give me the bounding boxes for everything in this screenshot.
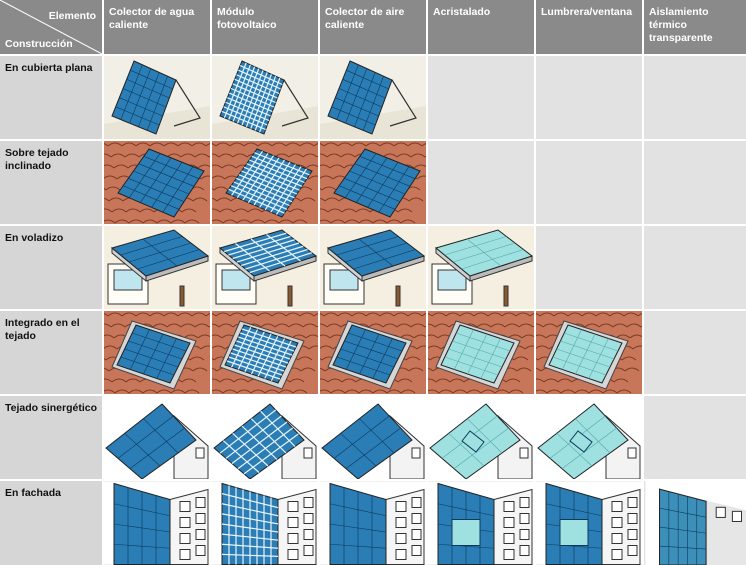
corner-label-element: Elemento	[48, 10, 96, 22]
empty-cell	[644, 311, 746, 394]
column-header-air-collector: Colector de aire caliente	[320, 0, 426, 54]
row-label: En fachada	[0, 481, 102, 565]
empty-cell	[428, 56, 534, 139]
illustration-water-collector	[104, 226, 210, 309]
column-header-skylight: Lumbrera/ventana	[536, 0, 642, 54]
column-header-glazing: Acristalado	[428, 0, 534, 54]
illustration-transparent-insulation	[644, 481, 746, 565]
table-corner-header: Elemento Construcción	[0, 0, 102, 54]
illustration-water-collector	[104, 56, 210, 139]
diagonal-divider	[0, 0, 102, 54]
illustration-glazing	[428, 311, 534, 394]
illustration-water-collector	[104, 396, 210, 479]
illustration-skylight	[536, 481, 642, 565]
illustration-skylight	[536, 311, 642, 394]
column-header-water-collector: Colector de agua caliente	[104, 0, 210, 54]
illustration-pv-module	[212, 226, 318, 309]
illustration-air-collector	[320, 396, 426, 479]
row-label: Integrado en el tejado	[0, 311, 102, 394]
illustration-air-collector	[320, 311, 426, 394]
empty-cell	[644, 226, 746, 309]
illustration-air-collector	[320, 141, 426, 224]
illustration-glazing	[428, 226, 534, 309]
empty-cell	[536, 226, 642, 309]
column-header-pv-module: Módulo fotovoltaico	[212, 0, 318, 54]
illustration-water-collector	[104, 141, 210, 224]
empty-cell	[644, 56, 746, 139]
empty-cell	[644, 141, 746, 224]
illustration-pv-module	[212, 56, 318, 139]
illustration-pv-module	[212, 396, 318, 479]
illustration-pv-module	[212, 311, 318, 394]
empty-cell	[428, 141, 534, 224]
empty-cell	[644, 396, 746, 479]
row-label: En voladizo	[0, 226, 102, 309]
illustration-water-collector	[104, 481, 210, 565]
illustration-skylight	[536, 396, 642, 479]
illustration-pv-module	[212, 141, 318, 224]
illustration-air-collector	[320, 481, 426, 565]
illustration-glazing	[428, 396, 534, 479]
row-label: Tejado sinergético	[0, 396, 102, 479]
illustration-water-collector	[104, 311, 210, 394]
empty-cell	[536, 56, 642, 139]
row-label: En cubierta plana	[0, 56, 102, 139]
illustration-glazing	[428, 481, 534, 565]
illustration-air-collector	[320, 56, 426, 139]
illustration-air-collector	[320, 226, 426, 309]
row-label: Sobre tejado inclinado	[0, 141, 102, 224]
corner-label-construction: Construcción	[5, 38, 73, 50]
illustration-pv-module	[212, 481, 318, 565]
empty-cell	[536, 141, 642, 224]
column-header-transparent-insulation: Aislamiento térmico transparente	[644, 0, 746, 54]
